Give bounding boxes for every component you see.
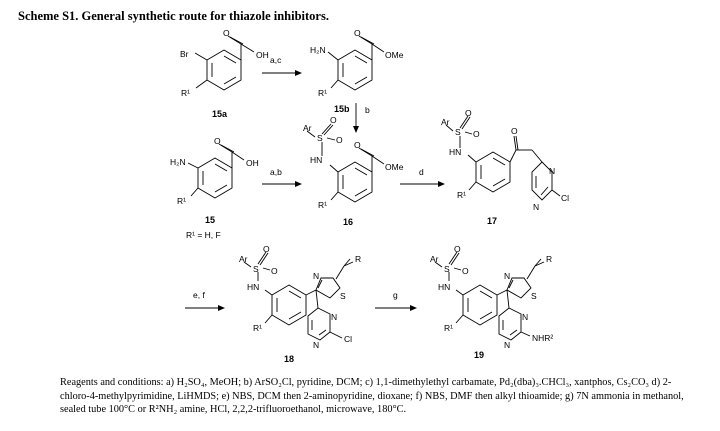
atom-n: N (331, 312, 337, 322)
atom-hn: HN (247, 282, 259, 292)
compound-label-15: 15 (205, 215, 215, 225)
atom-o: O (354, 28, 361, 38)
arrow-b-down: 15b b (334, 103, 370, 133)
atom-s: S (253, 264, 259, 274)
compound-label-16: 16 (343, 217, 353, 227)
atom-s: S (455, 127, 461, 137)
atom-hn: HN (449, 147, 461, 157)
atom-o: O (336, 135, 343, 145)
arrow-label: e, f (193, 290, 205, 300)
atom-oh: OH (246, 158, 259, 168)
atom-ome: OMe (385, 162, 404, 172)
atom-r1: R¹ (253, 323, 262, 333)
arrow-label: g (393, 290, 398, 300)
atom-n: N (549, 166, 555, 176)
arrow-label: a,c (270, 55, 282, 65)
arrow-g: g (375, 290, 417, 311)
atom-r1: R¹ (457, 190, 466, 200)
atom-r1: R¹ (318, 88, 327, 98)
atom-hn: HN (438, 282, 450, 292)
atom-r1: R¹ (318, 200, 327, 210)
atom-s: S (531, 291, 537, 301)
compound-label-15b: 15b (334, 104, 350, 114)
reagents-and-conditions: Reagents and conditions: a) H₂SO₄, MeOH;… (60, 377, 684, 415)
atom-ar: Ar (303, 123, 312, 133)
structure-15a: Br O OH R¹ 15a (180, 28, 269, 119)
atom-s: S (444, 264, 450, 274)
atom-oh: OH (256, 50, 269, 60)
atom-n: N (504, 340, 510, 350)
atom-o: O (263, 244, 270, 254)
atom-n: N (533, 202, 539, 212)
compound-label-18: 18 (284, 354, 294, 364)
structure-16: Ar O S O HN O OMe R¹ 16 (303, 115, 404, 227)
atom-hn: HN (310, 155, 322, 165)
compound-label-19: 19 (474, 350, 484, 360)
r-substituent-note: R¹ = H, F (186, 230, 221, 240)
atom-o: O (454, 244, 461, 254)
arrow-e-f: e, f (185, 290, 225, 311)
structure-18: Ar O S O HN N S R N N Cl R¹ 18 (239, 244, 361, 364)
atom-h2n: H₂N (170, 157, 186, 167)
atom-o: O (214, 136, 221, 146)
atom-h2n: H₂N (310, 45, 326, 55)
atom-n: N (522, 312, 528, 322)
structure-15b: H₂N O OMe R¹ (310, 28, 404, 98)
arrow-d: d (400, 167, 445, 187)
atom-br: Br (180, 49, 189, 59)
compound-label-15a: 15a (212, 109, 228, 119)
structure-15: H₂N O OH R¹ 15 R¹ = H, F (170, 136, 259, 240)
atom-ar: Ar (239, 254, 248, 264)
atom-nhr2: NHR² (532, 333, 553, 343)
atom-s: S (317, 133, 323, 143)
atom-n: N (313, 271, 319, 281)
structure-17: Ar O S O HN O N N Cl R¹ 17 (441, 108, 569, 226)
atom-n: N (504, 271, 510, 281)
compound-label-17: 17 (487, 216, 497, 226)
arrow-label: a,b (270, 167, 282, 177)
atom-o: O (462, 266, 469, 276)
atom-o: O (354, 140, 361, 150)
atom-o: O (465, 108, 472, 118)
atom-o: O (330, 115, 337, 125)
atom-r1: R¹ (177, 196, 186, 206)
atom-r1: R¹ (444, 323, 453, 333)
atom-o: O (511, 126, 518, 136)
atom-cl: Cl (561, 193, 569, 203)
atom-r: R (546, 254, 552, 264)
atom-ome: OMe (385, 50, 404, 60)
scheme-title: Scheme S1. General synthetic route for t… (18, 9, 329, 23)
atom-s: S (340, 291, 346, 301)
atom-o: O (473, 129, 480, 139)
arrow-label: b (365, 105, 370, 115)
atom-ar: Ar (430, 254, 439, 264)
atom-o: O (271, 266, 278, 276)
arrow-a-b: a,b (262, 167, 302, 187)
atom-cl: Cl (344, 334, 352, 344)
atom-ar: Ar (441, 117, 450, 127)
atom-o: O (223, 28, 230, 38)
arrow-label: d (419, 167, 424, 177)
structure-19: Ar O S O HN N S R N N NHR² R¹ 19 (430, 244, 553, 360)
arrow-a-c: a,c (262, 55, 302, 76)
atom-r: R (355, 254, 361, 264)
reaction-scheme: Br O OH R¹ 15a a,c H₂N O OMe R¹ 15b b (170, 28, 569, 364)
atom-r1: R¹ (181, 88, 190, 98)
atom-n: N (313, 340, 319, 350)
